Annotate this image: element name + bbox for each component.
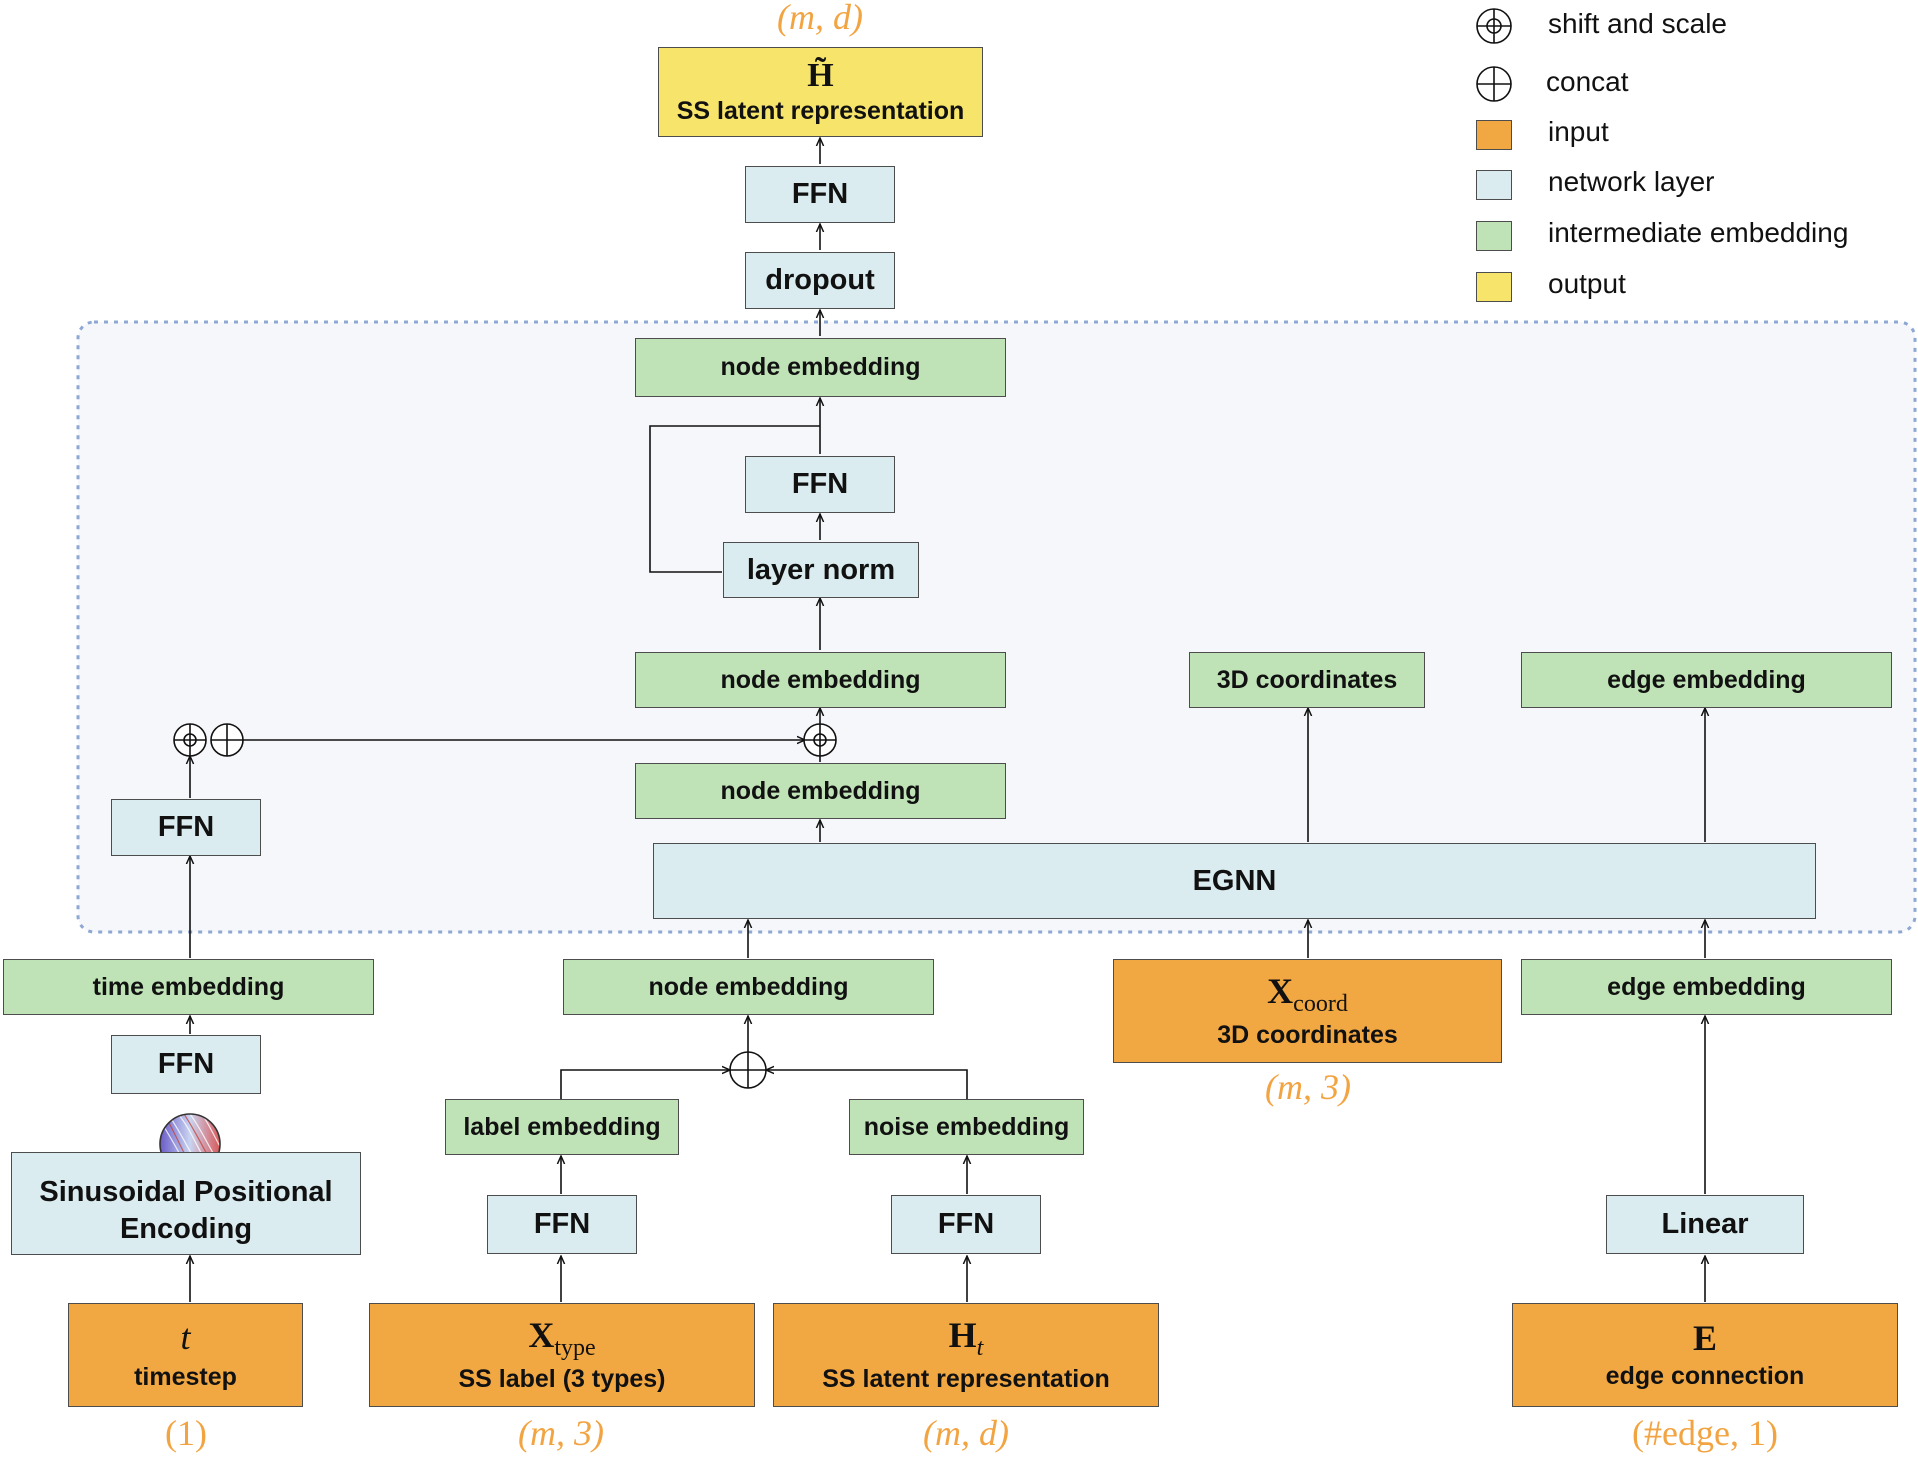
legend-input-swatch	[1476, 120, 1512, 150]
output-latent-box: H̃ SS latent representation	[658, 47, 983, 137]
ffn-time-lower-box: FFN	[111, 1035, 261, 1094]
sinusoidal-encoding-box: Sinusoidal Positional Encoding	[11, 1152, 361, 1255]
edge-input-symbol: E	[1692, 1317, 1717, 1358]
ffn-output-box: FFN	[745, 166, 895, 223]
legend-network-layer-label: network layer	[1548, 166, 1715, 197]
legend-output-swatch	[1476, 272, 1512, 302]
latent-input-shape: (m, d)	[923, 1413, 1009, 1453]
dropout-box: dropout	[745, 252, 895, 309]
coord-input-shape: (m, 3)	[1265, 1067, 1351, 1107]
egnn-box: EGNN	[653, 843, 1816, 919]
concat-symbol-node	[729, 1051, 767, 1089]
shift-scale-symbol-time	[173, 723, 207, 757]
legend-shift-scale-label: shift and scale	[1548, 8, 1727, 39]
type-symbol-letter: X	[528, 1314, 555, 1355]
transformer-block-group	[76, 320, 1917, 934]
latent-input-box: Ht SS latent representation	[773, 1303, 1159, 1407]
legend-network-layer-swatch	[1476, 170, 1512, 200]
legend-input-label: input	[1548, 116, 1609, 147]
time-embedding-box: time embedding	[3, 959, 374, 1015]
type-input-label: SS label (3 types)	[458, 1365, 666, 1394]
legend-intermediate-label: intermediate embedding	[1548, 217, 1849, 248]
node-embedding-mid-box: node embedding	[635, 652, 1006, 708]
latent-input-symbol: Ht	[948, 1314, 984, 1362]
linear-box: Linear	[1606, 1195, 1804, 1254]
layer-norm-box: layer norm	[723, 542, 919, 598]
type-input-symbol: Xtype	[528, 1314, 596, 1362]
edge-input-shape: (#edge, 1)	[1632, 1413, 1778, 1453]
coord-input-symbol: Xcoord	[1267, 970, 1348, 1018]
output-shape: (m, d)	[777, 0, 863, 37]
edge-embedding-input-box: edge embedding	[1521, 959, 1892, 1015]
coord-symbol-letter: X	[1267, 970, 1294, 1011]
coord-symbol-subscript: coord	[1293, 990, 1348, 1017]
edge-embedding-output-box: edge embedding	[1521, 652, 1892, 708]
coords-3d-output-box: 3D coordinates	[1189, 652, 1425, 708]
shift-scale-symbol-node	[803, 723, 837, 757]
edge-input-box: E edge connection	[1512, 1303, 1898, 1407]
latent-symbol-letter: H	[948, 1314, 977, 1355]
coord-input-box: Xcoord 3D coordinates	[1113, 959, 1502, 1063]
legend-concat-label: concat	[1546, 66, 1629, 97]
edge-input-label: edge connection	[1605, 1362, 1805, 1391]
legend-intermediate-swatch	[1476, 221, 1512, 251]
node-embedding-top-box: node embedding	[635, 338, 1006, 397]
legend-output-label: output	[1548, 268, 1626, 299]
coord-input-label: 3D coordinates	[1217, 1021, 1398, 1050]
type-input-box: Xtype SS label (3 types)	[369, 1303, 755, 1407]
output-symbol: H̃	[807, 56, 834, 94]
concat-symbol-time	[210, 723, 244, 757]
label-embedding-box: label embedding	[445, 1099, 679, 1155]
output-label: SS latent representation	[676, 96, 965, 125]
timestep-shape: (1)	[165, 1413, 207, 1453]
sinusoidal-line2: Encoding	[119, 1212, 253, 1245]
latent-input-label: SS latent representation	[822, 1365, 1110, 1394]
ffn-block-box: FFN	[745, 456, 895, 513]
ffn-noise-box: FFN	[891, 1195, 1041, 1254]
timestep-input-box: t timestep	[68, 1303, 303, 1407]
timestep-label: timestep	[134, 1363, 237, 1392]
latent-symbol-subscript: t	[976, 1334, 984, 1361]
legend-concat-icon	[1476, 66, 1512, 102]
ffn-time-upper-box: FFN	[111, 799, 261, 856]
node-embedding-low-box: node embedding	[635, 763, 1006, 819]
residual-connection	[649, 425, 820, 573]
noise-embedding-box: noise embedding	[849, 1099, 1084, 1155]
timestep-symbol: t	[180, 1316, 191, 1357]
legend-shift-scale-icon	[1476, 8, 1512, 44]
ffn-label-box: FFN	[487, 1195, 637, 1254]
type-symbol-subscript: type	[554, 1334, 596, 1361]
type-input-shape: (m, 3)	[518, 1413, 604, 1453]
sinusoidal-line1: Sinusoidal Positional	[39, 1175, 333, 1208]
node-embedding-input-box: node embedding	[563, 959, 934, 1015]
